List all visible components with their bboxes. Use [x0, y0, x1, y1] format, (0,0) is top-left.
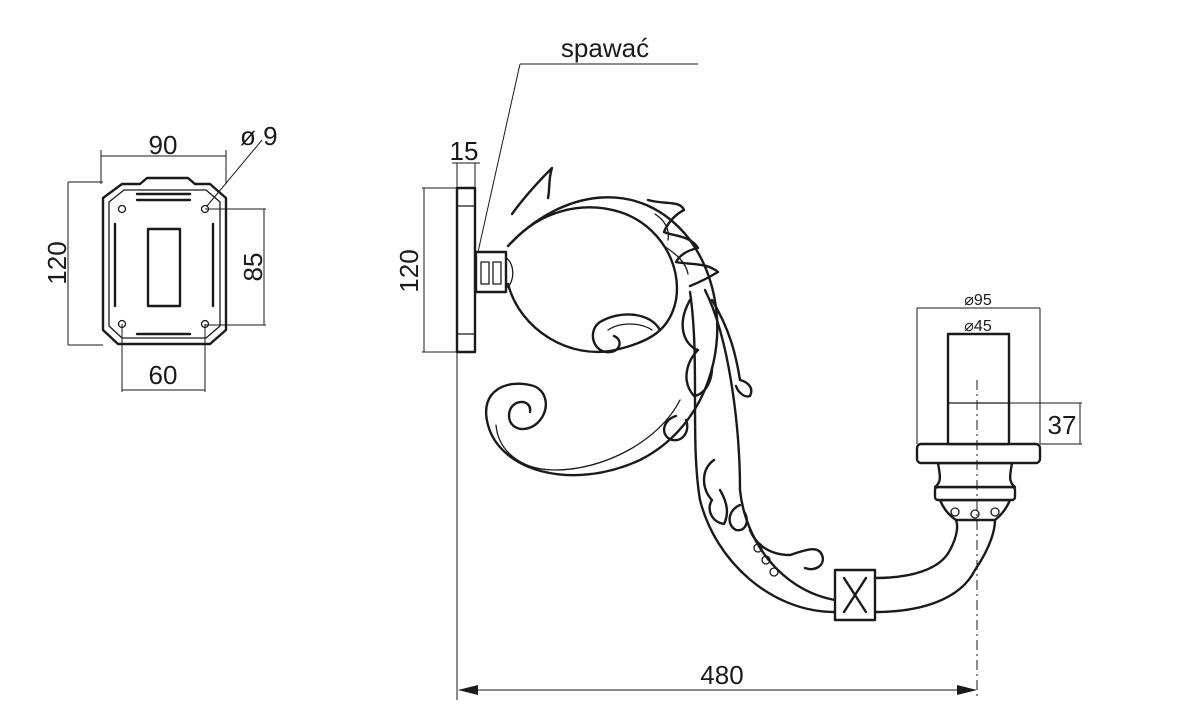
dim-plate-thickness: 15 — [450, 136, 479, 166]
collar-slot — [480, 261, 490, 285]
collar-slot — [492, 261, 502, 285]
stem-leaf-cluster — [728, 503, 748, 532]
socket-bead — [990, 507, 1000, 517]
scroll-curl-inner — [495, 399, 681, 471]
arm-to-socket-lower — [873, 518, 997, 614]
weld-leader-line — [477, 63, 521, 253]
acanthus-leaf — [646, 198, 720, 288]
arm-to-socket-upper — [873, 518, 959, 580]
stem-bead — [761, 555, 771, 565]
scroll-arm-outer — [485, 196, 719, 477]
stem-leaf-cluster — [748, 528, 825, 571]
wall-plate — [455, 186, 477, 354]
hole-leader-line — [206, 139, 263, 207]
stem-leaf-cluster — [710, 298, 753, 398]
mounting-hole — [117, 204, 127, 214]
stem-leaf-cluster — [663, 414, 689, 442]
socket-ring — [933, 485, 1017, 502]
scroll-arm-inner — [506, 206, 679, 354]
stem-inner — [688, 290, 837, 614]
dim-reach: 480 — [700, 660, 743, 690]
bracket-side-view: ⌀95 ⌀45 37 15 120 spawać 480 — [394, 33, 1082, 700]
dim-outer-diameter: ⌀95 — [964, 292, 992, 309]
dim-hole-spacing-horizontal: 60 — [149, 360, 178, 390]
acanthus-leaf-detail — [654, 213, 689, 275]
plate-center-opening — [146, 227, 182, 308]
socket-bead — [950, 507, 960, 517]
dim-plate-height-side: 120 — [394, 249, 424, 292]
mounting-plate-view: 90 120 85 60 ø 9 — [42, 121, 278, 392]
stem-leaf-cluster — [681, 298, 714, 398]
dim-inner-diameter: ⌀45 — [964, 318, 992, 335]
weld-note: spawać — [561, 33, 649, 63]
socket-neck — [933, 461, 1017, 489]
x-collar-mark — [842, 576, 868, 614]
stem-bead — [753, 543, 763, 553]
swirl-leaf — [591, 313, 662, 354]
stem-leaf-cluster — [702, 458, 729, 526]
stem-outer — [703, 288, 837, 602]
socket-flange — [915, 442, 1042, 465]
socket-bead — [970, 509, 980, 519]
plate-inner-border — [108, 189, 221, 339]
stem-bead — [769, 567, 779, 577]
dim-plate-height: 120 — [42, 241, 72, 284]
dim-plate-width: 90 — [149, 130, 178, 160]
plate-outline — [101, 176, 228, 346]
dim-socket-height: 37 — [1048, 410, 1077, 440]
swirl-leaf-inner — [607, 323, 653, 331]
socket-tube — [946, 332, 1011, 446]
acanthus-spike-top — [510, 166, 554, 216]
dim-hole-spacing-vertical: 85 — [238, 253, 268, 282]
collar-flare — [505, 257, 514, 289]
scroll-curl — [507, 383, 547, 431]
dim-hole-diameter: ø 9 — [240, 121, 278, 151]
